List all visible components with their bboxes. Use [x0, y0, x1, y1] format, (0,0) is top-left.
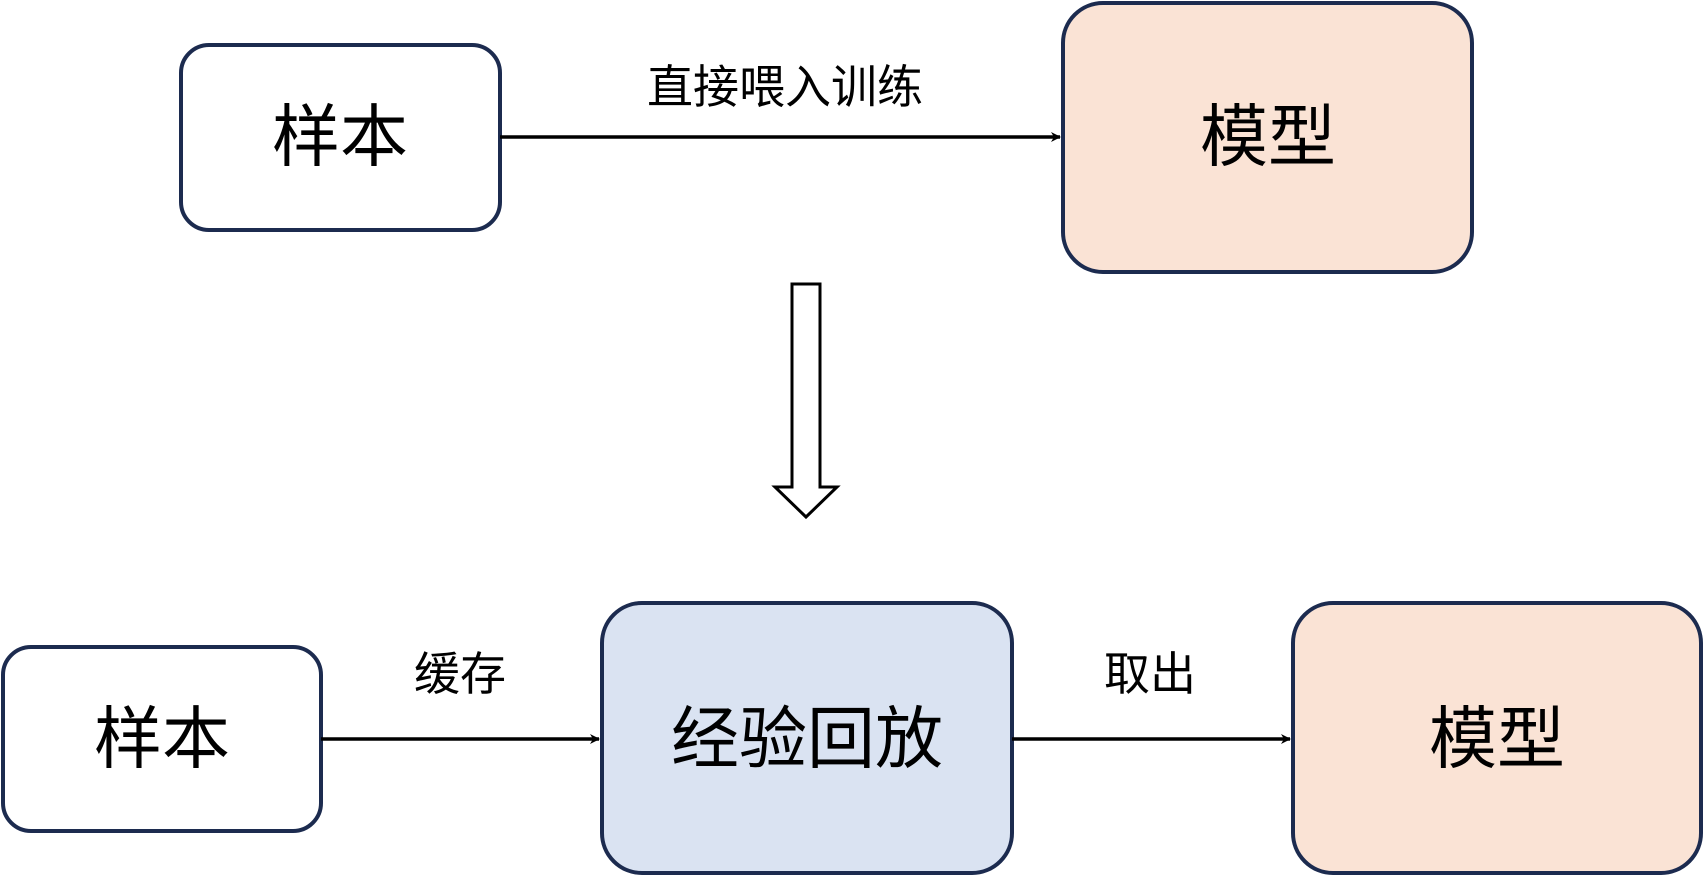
top-model-node: 模型: [1061, 1, 1474, 274]
replay-buffer-label: 经验回放: [671, 701, 943, 780]
bottom-model-label: 模型: [1429, 701, 1565, 780]
top-edge-label: 直接喂入训练: [647, 60, 923, 114]
cache-edge-label: 缓存: [414, 647, 506, 701]
replay-buffer-node: 经验回放: [600, 601, 1014, 875]
bottom-sample-label: 样本: [94, 701, 230, 780]
top-sample-node: 样本: [179, 43, 502, 232]
fetch-edge-label: 取出: [1104, 647, 1196, 701]
top-sample-label: 样本: [272, 99, 408, 178]
transition-down-arrow: [771, 282, 841, 520]
bottom-model-node: 模型: [1291, 601, 1703, 875]
bottom-sample-node: 样本: [1, 645, 323, 833]
top-model-label: 模型: [1200, 99, 1336, 178]
